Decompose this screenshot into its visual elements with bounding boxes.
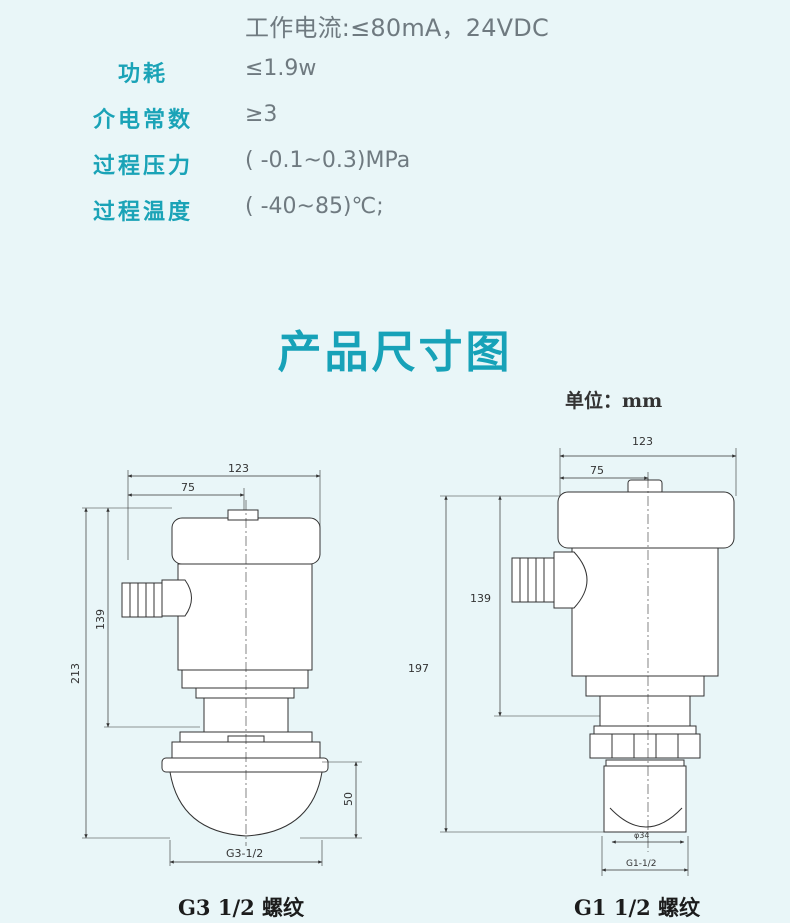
dim-width-right: 123 (632, 435, 653, 448)
dim-housing-height-left: 139 (94, 609, 107, 630)
dim-diameter-right: φ34 (634, 831, 649, 840)
dimension-drawings: 123 75 213 139 50 G3-1/2 (69, 435, 737, 876)
caption-right: G1 1/2 螺纹 (574, 895, 701, 920)
spec-row-power: 功耗 ≤1.9w (0, 56, 790, 96)
spec-row-temperature: 过程温度 ( -40~85)℃; (0, 194, 790, 234)
right-drawing (440, 448, 737, 876)
caption-left: G3 1/2 螺纹 (178, 895, 305, 920)
thread-label-right: G1-1/2 (626, 859, 656, 869)
section-title: 产品尺寸图 (277, 327, 513, 378)
left-drawing (82, 470, 362, 866)
spec-value: ≥3 (245, 102, 278, 127)
dim-width-left: 123 (228, 462, 249, 475)
spec-label: 介电常数 (92, 108, 193, 133)
spec-label: 功耗 (117, 62, 168, 87)
unit-label: 单位：mm (565, 390, 663, 412)
spec-label: 过程压力 (92, 154, 193, 179)
dim-total-height-left: 213 (69, 663, 82, 684)
spec-value: ( -0.1~0.3)MPa (245, 148, 411, 173)
spec-row-dielectric: 介电常数 ≥3 (0, 102, 790, 142)
spec-value: ( -40~85)℃; (245, 194, 384, 219)
dim-horn-height-left: 50 (342, 792, 355, 806)
dim-total-height-right: 197 (408, 662, 429, 675)
thread-label-left: G3-1/2 (226, 847, 263, 860)
dim-center-right: 75 (590, 464, 604, 477)
spec-row-pressure: 过程压力 ( -0.1~0.3)MPa (0, 148, 790, 188)
dim-center-left: 75 (181, 481, 195, 494)
spec-value: ≤1.9w (245, 56, 317, 81)
dim-housing-height-right: 139 (470, 592, 491, 605)
spec-label: 过程温度 (92, 200, 193, 225)
spec-current: 工作电流:≤80mA，24VDC (245, 14, 549, 42)
